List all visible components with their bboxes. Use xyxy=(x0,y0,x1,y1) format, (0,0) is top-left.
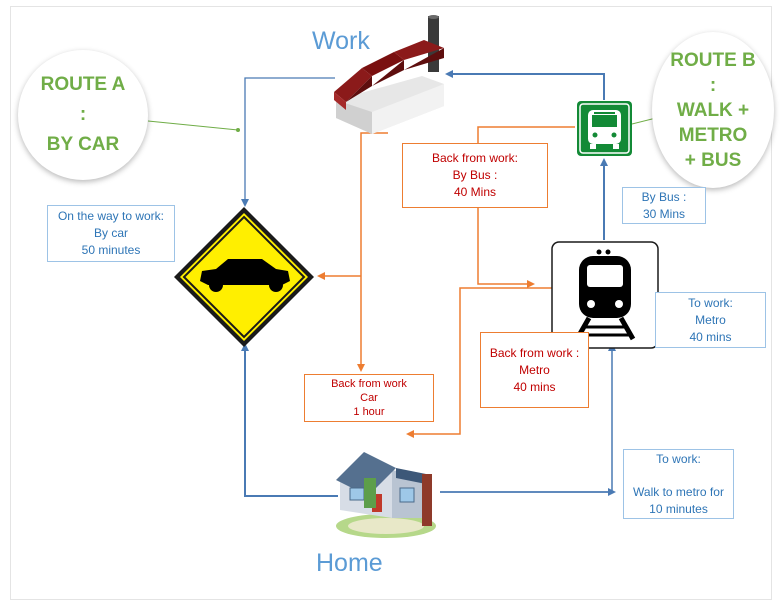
car-back-line-3: 1 hour xyxy=(353,406,385,418)
bus-to-work-line-1: By Bus : xyxy=(641,189,687,204)
route-a-mode: BY CAR xyxy=(46,134,120,155)
route-b-mode-2: METRO xyxy=(678,124,748,146)
line-work-to-car xyxy=(241,77,335,207)
walk-to-work-line-3: 10 minutes xyxy=(649,502,708,516)
route-a-circle: ROUTE A : BY CAR xyxy=(18,50,148,180)
line-home-to-car xyxy=(241,343,338,497)
metro-to-work-line-2: Metro xyxy=(695,312,726,327)
car-back-line-1: Back from work xyxy=(331,378,407,390)
walk-to-work-line-2: Walk to metro for xyxy=(633,485,724,499)
car-back-box: Back from work Car 1 hour xyxy=(304,374,434,422)
walk-to-work-line-1: To work: xyxy=(656,452,701,466)
line-bus-to-work xyxy=(445,70,605,100)
route-b-colon: : xyxy=(709,74,717,96)
route-b-circle: ROUTE B : WALK + METRO + BUS xyxy=(652,32,774,188)
diagram-frame xyxy=(10,6,772,600)
route-b-mode-3: + BUS xyxy=(684,149,742,171)
bus-sign-icon xyxy=(577,101,632,156)
metro-back-line-1: Back from work : xyxy=(489,345,580,360)
route-b-mode-1: WALK + xyxy=(676,99,750,121)
route-a-label: ROUTE A xyxy=(40,74,126,95)
work-title: Work xyxy=(312,27,370,55)
bus-back-line-1: Back from work: xyxy=(431,151,518,165)
bus-to-work-line-2: 30 Mins xyxy=(642,206,686,221)
metro-back-box: Back from work : Metro 40 mins xyxy=(480,332,589,408)
metro-back-line-3: 40 mins xyxy=(513,379,556,394)
home-title: Home xyxy=(316,549,383,577)
car-to-work-line-3: 50 minutes xyxy=(81,243,141,257)
metro-to-work-line-3: 40 mins xyxy=(689,329,732,344)
metro-to-work-line-1: To work: xyxy=(688,295,733,310)
car-to-work-line-2: By car xyxy=(93,226,128,240)
car-sign-icon xyxy=(174,207,314,347)
factory-icon xyxy=(334,15,444,134)
bus-back-line-3: 40 Mins xyxy=(453,185,497,199)
metro-to-work-box: To work: Metro 40 mins xyxy=(655,292,766,348)
line-work-to-home-car xyxy=(357,132,388,372)
car-to-work-box: On the way to work: By car 50 minutes xyxy=(47,205,175,262)
route-a-colon: : xyxy=(79,104,87,125)
line-metro-back xyxy=(406,287,552,438)
route-a-connector xyxy=(147,120,239,131)
metro-train-icon xyxy=(551,241,659,349)
walk-to-work-box: To work: Walk to metro for 10 minutes xyxy=(623,449,734,519)
bus-back-line-2: By Bus : xyxy=(452,168,498,182)
route-b-label: ROUTE B xyxy=(670,49,756,71)
metro-back-line-2: Metro xyxy=(519,362,550,377)
house-icon xyxy=(336,452,436,538)
car-to-work-line-1: On the way to work: xyxy=(57,209,165,223)
bus-to-work-box: By Bus : 30 Mins xyxy=(622,187,706,224)
bus-back-box: Back from work: By Bus : 40 Mins xyxy=(402,143,548,208)
car-back-line-2: Car xyxy=(360,392,378,404)
walk-to-work-spacer xyxy=(624,468,733,484)
